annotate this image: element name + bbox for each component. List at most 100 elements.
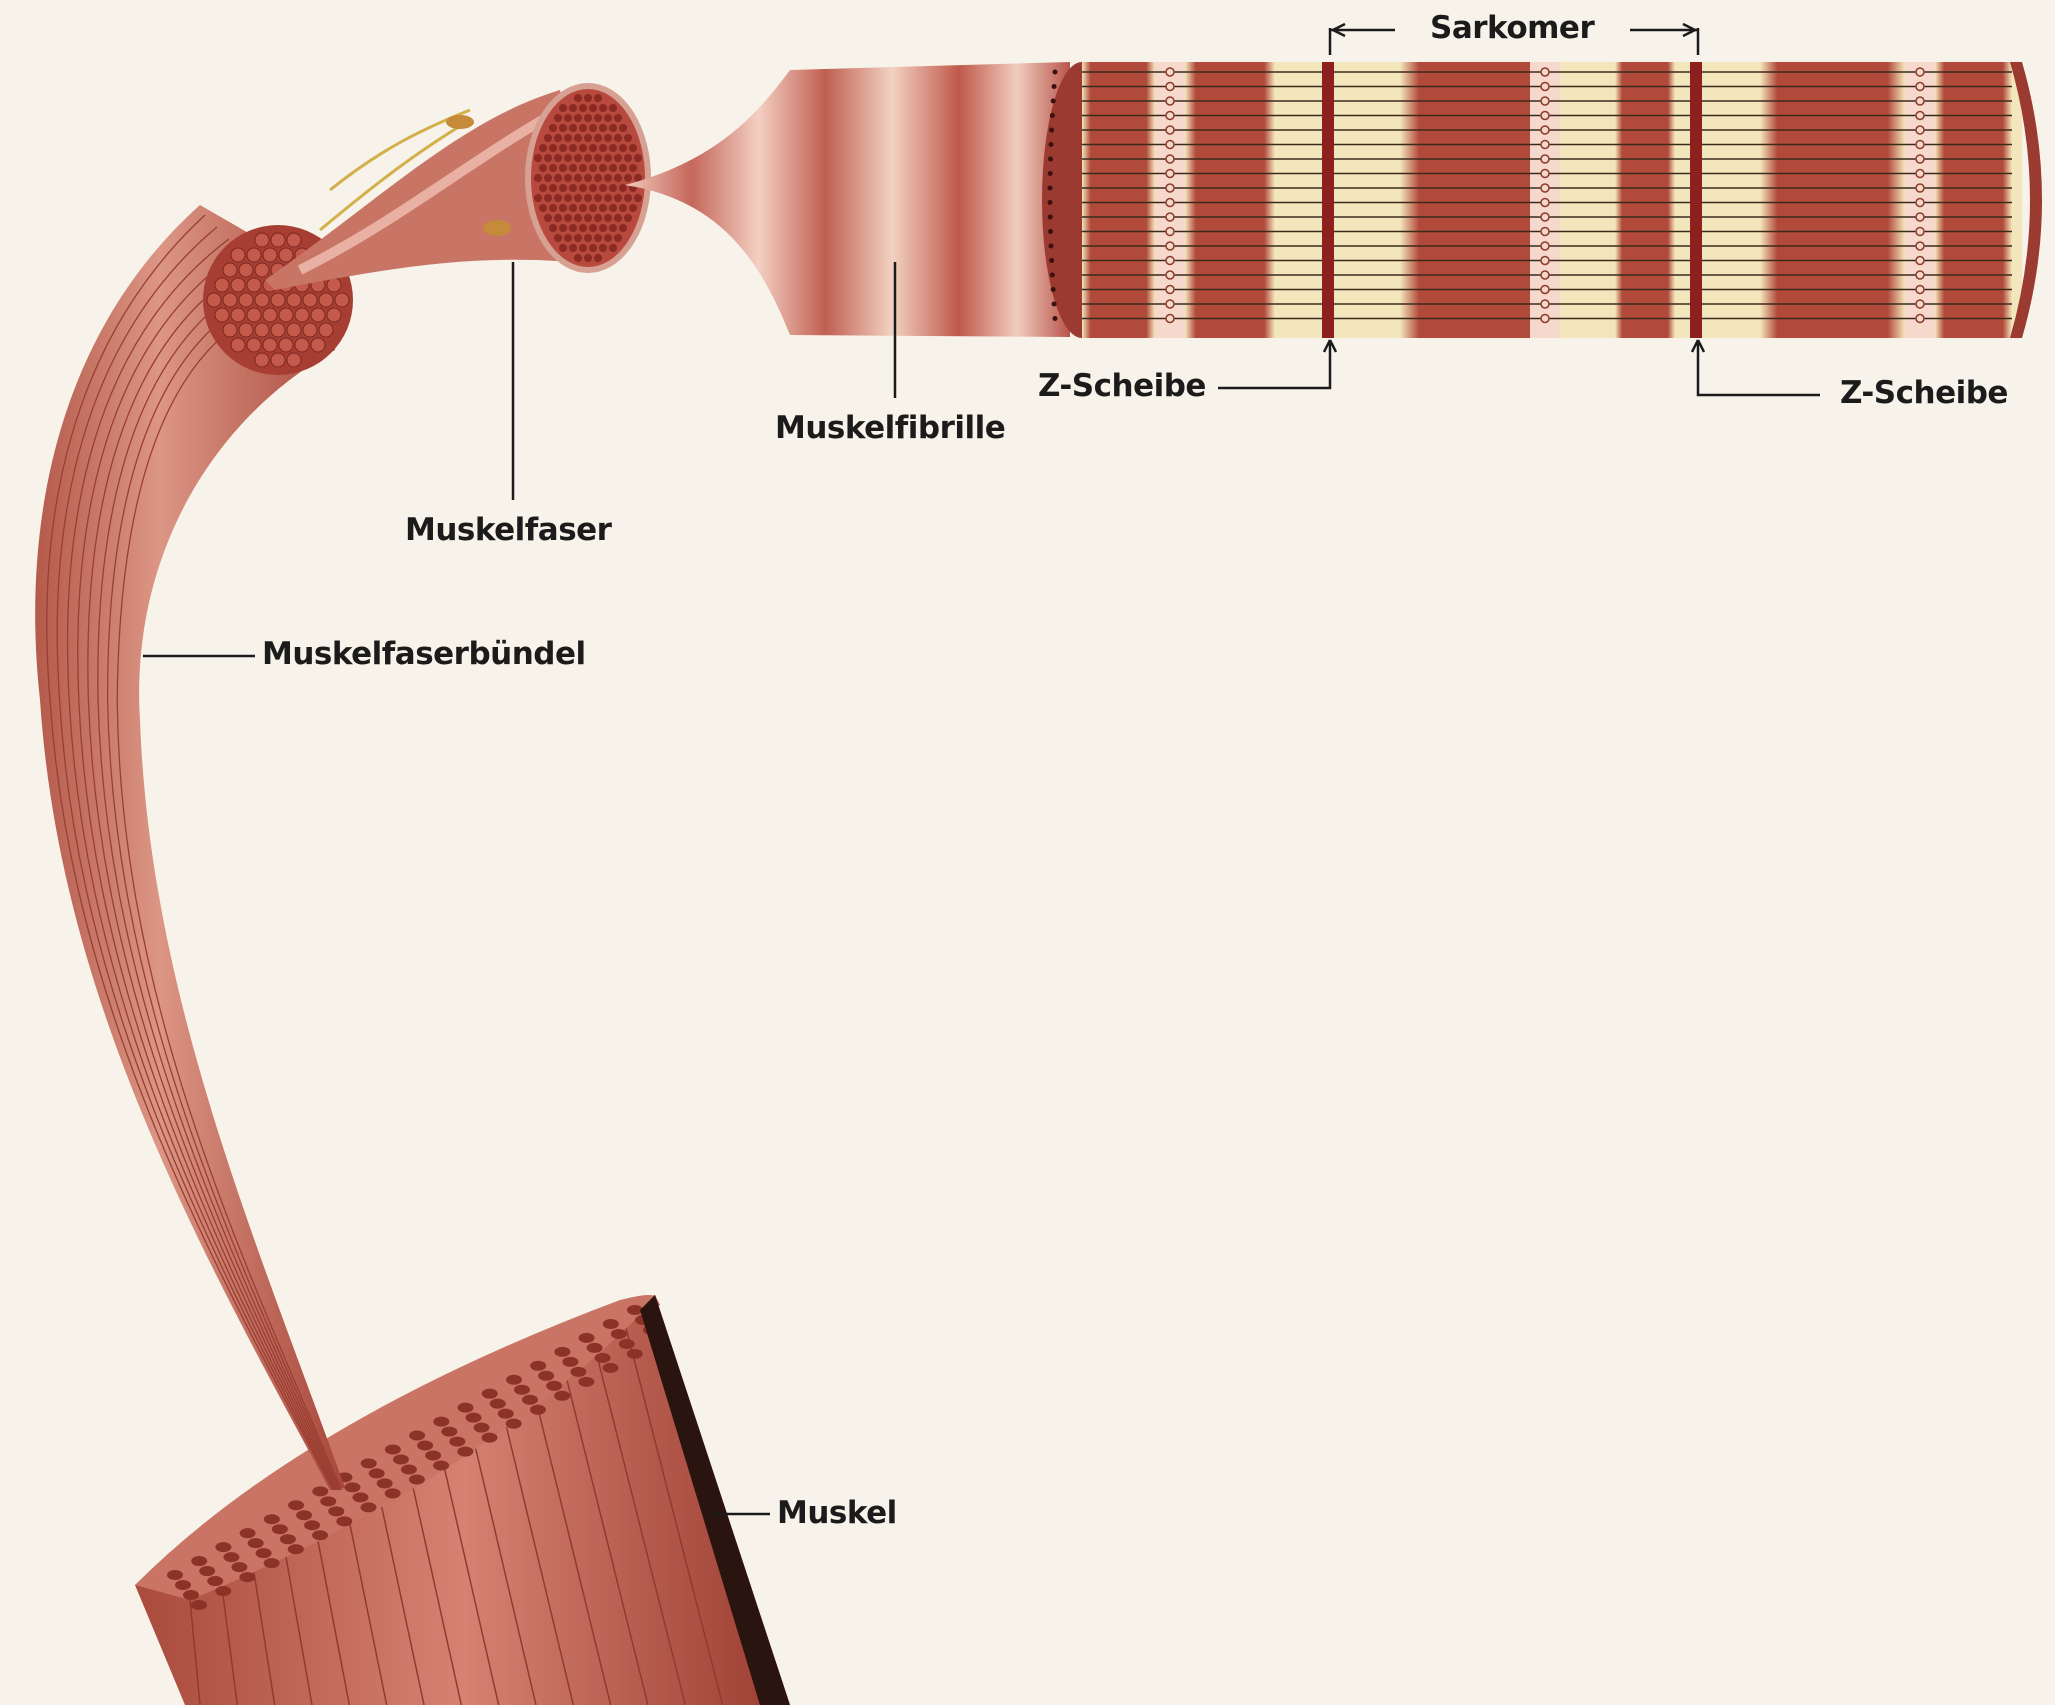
end-dot bbox=[1048, 156, 1054, 162]
muscle-stripe bbox=[561, 1359, 649, 1705]
fiber-section bbox=[270, 232, 286, 248]
myofibril-section bbox=[579, 104, 587, 112]
muscle-stripe bbox=[313, 1519, 351, 1705]
m-line-dot bbox=[1915, 299, 1925, 309]
fiber-section bbox=[334, 292, 350, 308]
myofibril-section bbox=[549, 204, 557, 212]
myofibril-section bbox=[564, 194, 572, 202]
fiber-section bbox=[286, 232, 302, 248]
end-dot bbox=[1050, 98, 1056, 104]
end-dot bbox=[1050, 287, 1056, 292]
fiber-section bbox=[238, 322, 254, 338]
myofibril-section bbox=[614, 134, 622, 142]
myofibril-section bbox=[549, 224, 557, 232]
m-line-dot bbox=[1540, 226, 1550, 237]
m-line-dot bbox=[1540, 110, 1550, 121]
m-line-dot bbox=[1165, 81, 1175, 92]
myofibril-section bbox=[624, 174, 632, 182]
m-line-dot bbox=[1915, 241, 1925, 251]
fascicle-section bbox=[344, 1482, 361, 1493]
myofibril-section bbox=[619, 144, 627, 152]
fascicle-section bbox=[215, 1586, 232, 1597]
m-line-dot bbox=[1165, 212, 1175, 222]
myofibril-section bbox=[539, 204, 547, 212]
fiber-section bbox=[302, 322, 318, 338]
myofibril-section bbox=[604, 134, 612, 142]
myofibril-section bbox=[594, 154, 602, 162]
m-line-dot bbox=[1915, 313, 1925, 324]
fascicle-section bbox=[530, 1360, 547, 1371]
myofibril-section bbox=[594, 194, 602, 202]
fascicle-section bbox=[449, 1436, 466, 1447]
myofibril-section bbox=[599, 124, 607, 132]
myofibril-section bbox=[579, 144, 587, 152]
fiber-section bbox=[222, 322, 238, 338]
fascicle-section bbox=[312, 1486, 329, 1497]
myofibril-section bbox=[544, 194, 552, 202]
fascicle-section bbox=[602, 1318, 619, 1329]
myofibril-section bbox=[544, 154, 552, 162]
m-line-dot bbox=[1540, 125, 1550, 135]
myofibril-section bbox=[614, 114, 622, 122]
a-band bbox=[1760, 62, 1905, 338]
myofibril-section bbox=[534, 174, 542, 182]
m-line-dot bbox=[1540, 284, 1550, 295]
bundle-stripe bbox=[106, 286, 341, 1491]
m-line-dot bbox=[1165, 125, 1175, 135]
end-dot bbox=[1047, 171, 1053, 176]
myofibril-section bbox=[579, 184, 587, 192]
fiber-illustration bbox=[265, 83, 651, 290]
fascicle-section bbox=[578, 1376, 595, 1387]
fiber-section bbox=[254, 232, 270, 248]
myofibril-section bbox=[594, 214, 602, 222]
fascicle-section bbox=[231, 1562, 248, 1573]
fascicle-section bbox=[183, 1590, 199, 1600]
myofibril-section bbox=[574, 254, 582, 262]
m-line-dot bbox=[1540, 241, 1550, 251]
fascicle-section bbox=[433, 1460, 450, 1471]
myofibril-section bbox=[569, 164, 577, 172]
myofibril-section bbox=[554, 134, 562, 142]
m-line-dot bbox=[1540, 96, 1550, 106]
myofibril-section bbox=[604, 234, 612, 242]
fiber-section bbox=[230, 307, 246, 323]
fiber-section bbox=[246, 307, 262, 323]
myofibril-section bbox=[554, 234, 562, 242]
fiber-section bbox=[238, 262, 254, 278]
myofibril-section bbox=[549, 124, 557, 132]
myofibril-section bbox=[599, 204, 607, 212]
myofibril-section bbox=[594, 254, 602, 262]
fascicle-section bbox=[457, 1446, 474, 1457]
myofibril-section bbox=[609, 144, 617, 152]
myofibril-section bbox=[534, 154, 542, 162]
myofibril-section bbox=[609, 104, 617, 112]
end-dot bbox=[1049, 127, 1055, 133]
m-line-dot bbox=[1540, 67, 1550, 77]
m-line-dot bbox=[1165, 110, 1175, 121]
myofibril-section bbox=[544, 214, 552, 222]
myofibril-section bbox=[564, 114, 572, 122]
fascicle-section bbox=[554, 1390, 571, 1401]
m-line-dot bbox=[1915, 255, 1925, 266]
fascicle-section bbox=[255, 1548, 272, 1559]
myofibril-section bbox=[584, 194, 592, 202]
myofibril-section bbox=[579, 164, 587, 172]
myofibril-section bbox=[549, 144, 557, 152]
m-line-dot bbox=[1915, 125, 1925, 135]
fascicle-section bbox=[304, 1520, 321, 1531]
fascicle-section bbox=[425, 1450, 442, 1461]
myofibril-section bbox=[584, 114, 592, 122]
myofibril-section bbox=[594, 114, 602, 122]
a-band bbox=[1935, 62, 2012, 338]
myofibril-section bbox=[599, 164, 607, 172]
z-disc-right bbox=[1690, 62, 1702, 338]
myofibril-section bbox=[614, 174, 622, 182]
fascicle-section bbox=[384, 1488, 401, 1499]
myofibril-section bbox=[559, 124, 567, 132]
myofibril-section bbox=[629, 144, 637, 152]
fascicle-section bbox=[627, 1305, 643, 1315]
myofibril-section bbox=[624, 134, 632, 142]
myofibril-section bbox=[599, 244, 607, 252]
m-line-dot bbox=[1915, 139, 1925, 150]
